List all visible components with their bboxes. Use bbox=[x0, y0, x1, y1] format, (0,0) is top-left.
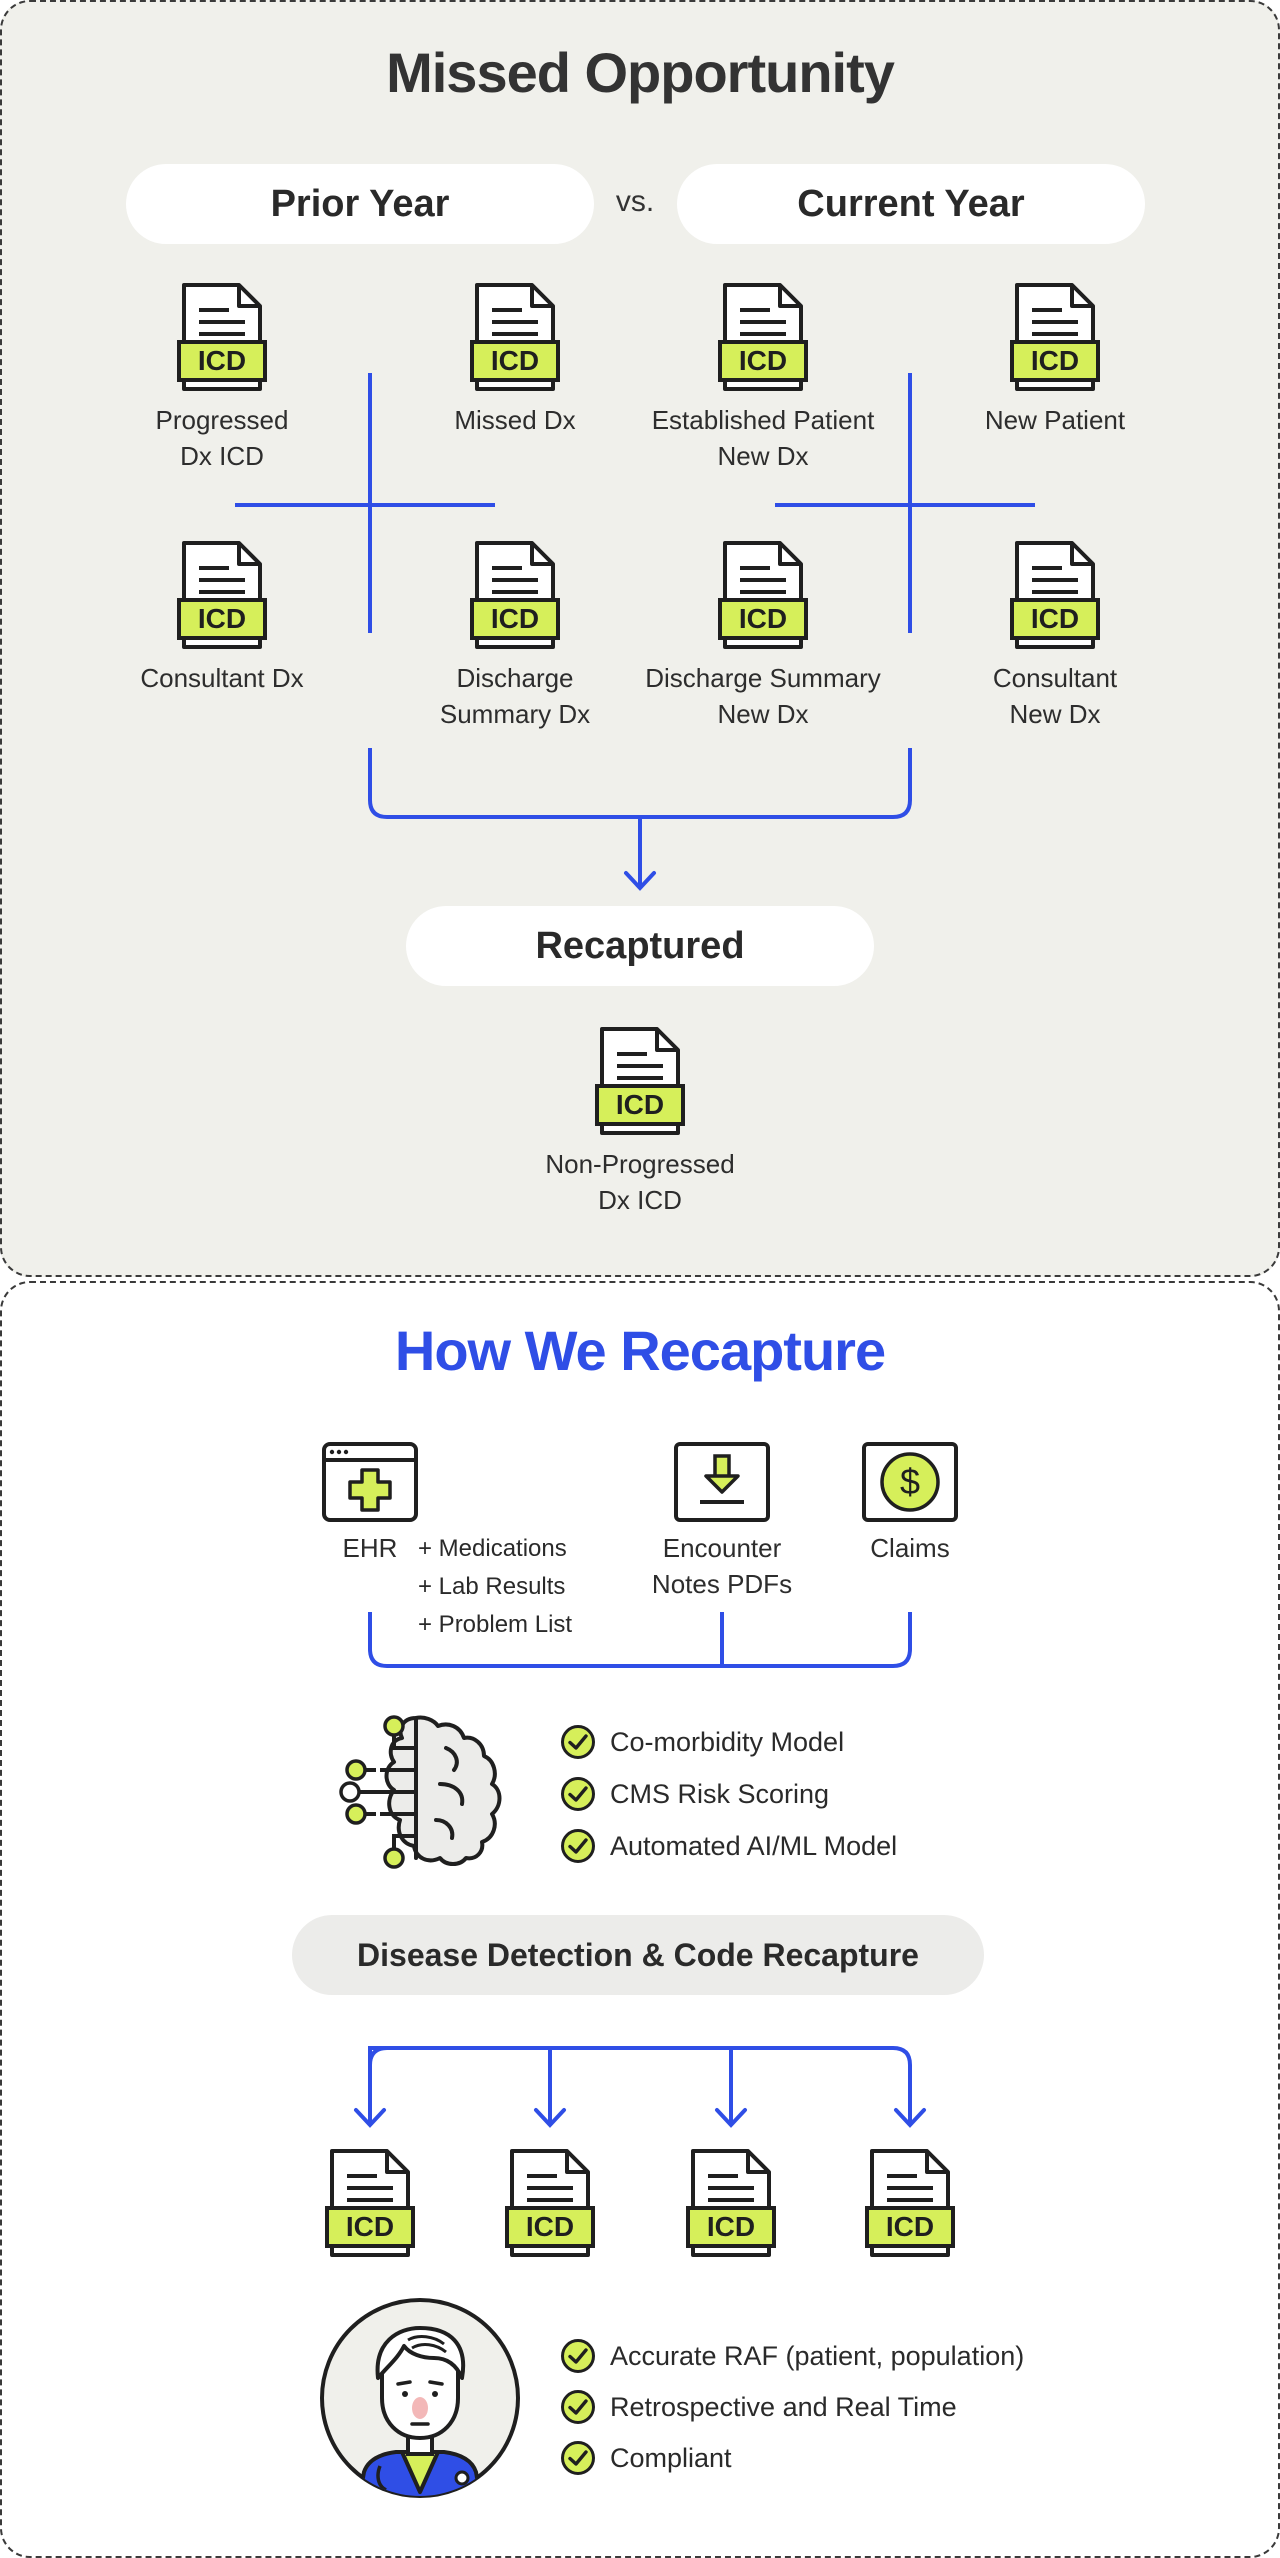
recaptured-pill: Recaptured bbox=[406, 906, 874, 986]
document-icd-icon: ICD bbox=[470, 540, 560, 650]
outcome-item: Compliant bbox=[560, 2440, 732, 2476]
document-icd-icon: ICD bbox=[718, 282, 808, 392]
document-icd-icon: ICD bbox=[325, 2148, 415, 2258]
document-icd-icon: ICD bbox=[1010, 540, 1100, 650]
ehr-label: EHR bbox=[342, 1533, 398, 1563]
bottom-connector-lines bbox=[354, 1612, 926, 2128]
check-icon bbox=[560, 2338, 596, 2374]
check-icon bbox=[560, 1724, 596, 1760]
disease-detection-pill: Disease Detection & Code Recapture bbox=[292, 1915, 984, 1995]
doctor-avatar-icon bbox=[320, 2298, 520, 2498]
recaptured-item-label: Non-Progressed Dx ICD bbox=[545, 1149, 735, 1215]
svg-text:ICD: ICD bbox=[739, 603, 787, 634]
document-icd-icon: ICD bbox=[718, 540, 808, 650]
check-icon bbox=[560, 2389, 596, 2425]
prior-item-label: Progressed Dx ICD bbox=[155, 405, 289, 471]
model-item: CMS Risk Scoring bbox=[560, 1776, 829, 1812]
document-icd-icon: ICD bbox=[1010, 282, 1100, 392]
outcome-item-label: Accurate RAF (patient, population) bbox=[610, 2340, 1025, 2371]
prior-year-pill: Prior Year bbox=[126, 164, 594, 244]
outcome-item-label: Retrospective and Real Time bbox=[610, 2391, 957, 2422]
current-item-label: Established Patient New Dx bbox=[651, 405, 875, 471]
download-icon bbox=[674, 1442, 770, 1522]
svg-text:ICD: ICD bbox=[1031, 345, 1079, 376]
top-connector-lines bbox=[235, 373, 1035, 891]
document-icd-icon: ICD bbox=[865, 2148, 955, 2258]
check-icon bbox=[560, 1776, 596, 1812]
svg-text:ICD: ICD bbox=[198, 345, 246, 376]
model-item-label: CMS Risk Scoring bbox=[610, 1778, 830, 1809]
ehr-extra-item: + Lab Results bbox=[418, 1573, 566, 1600]
outcome-item-label: Compliant bbox=[610, 2442, 732, 2473]
model-item-label: Co-morbidity Model bbox=[610, 1726, 845, 1757]
ehr-window-icon bbox=[322, 1442, 418, 1522]
svg-text:$: $ bbox=[900, 1461, 920, 1502]
model-item: Co-morbidity Model bbox=[560, 1724, 844, 1760]
model-item-label: Automated AI/ML Model bbox=[610, 1830, 898, 1861]
document-icd-icon: ICD bbox=[595, 1026, 685, 1136]
encounter-notes-label: Encounter Notes PDFs bbox=[651, 1533, 793, 1599]
outcome-item: Accurate RAF (patient, population) bbox=[560, 2338, 1024, 2374]
current-item-label: New Patient bbox=[984, 405, 1126, 435]
current-year-pill: Current Year bbox=[677, 164, 1145, 244]
missed-opportunity-title: Missed Opportunity bbox=[386, 41, 895, 104]
document-icd-icon: ICD bbox=[505, 2148, 595, 2258]
svg-text:ICD: ICD bbox=[198, 603, 246, 634]
check-icon bbox=[560, 1828, 596, 1864]
svg-text:ICD: ICD bbox=[886, 2211, 934, 2242]
how-we-recapture-title: How We Recapture bbox=[394, 1319, 886, 1382]
claims-label: Claims bbox=[870, 1533, 950, 1563]
svg-text:ICD: ICD bbox=[616, 1089, 664, 1120]
svg-text:ICD: ICD bbox=[1031, 603, 1079, 634]
document-icd-icon: ICD bbox=[177, 282, 267, 392]
document-icd-icon: ICD bbox=[686, 2148, 776, 2258]
svg-text:ICD: ICD bbox=[491, 603, 539, 634]
prior-item-label: Discharge Summary Dx bbox=[439, 663, 591, 729]
svg-text:ICD: ICD bbox=[526, 2211, 574, 2242]
vs-label: vs. bbox=[615, 185, 655, 218]
how-we-recapture-panel bbox=[0, 1281, 1280, 2558]
dollar-icon: $ bbox=[862, 1442, 958, 1522]
outcome-item: Retrospective and Real Time bbox=[560, 2389, 957, 2425]
prior-item-label: Consultant Dx bbox=[140, 663, 304, 693]
svg-text:ICD: ICD bbox=[491, 345, 539, 376]
model-item: Automated AI/ML Model bbox=[560, 1828, 897, 1864]
current-item-label: Consultant New Dx bbox=[992, 663, 1118, 729]
ehr-extra-item: + Problem List bbox=[418, 1611, 573, 1638]
brain-circuit-icon bbox=[339, 1715, 502, 1869]
svg-text:ICD: ICD bbox=[346, 2211, 394, 2242]
svg-text:ICD: ICD bbox=[739, 345, 787, 376]
svg-text:ICD: ICD bbox=[707, 2211, 755, 2242]
ehr-extras: + Medications + Lab Results + Problem Li… bbox=[418, 1530, 572, 1644]
current-item-label: Discharge Summary New Dx bbox=[645, 663, 881, 729]
ehr-extra-item: + Medications bbox=[418, 1535, 567, 1562]
prior-item-label: Missed Dx bbox=[454, 405, 576, 435]
document-icd-icon: ICD bbox=[177, 540, 267, 650]
check-icon bbox=[560, 2440, 596, 2476]
document-icd-icon: ICD bbox=[470, 282, 560, 392]
